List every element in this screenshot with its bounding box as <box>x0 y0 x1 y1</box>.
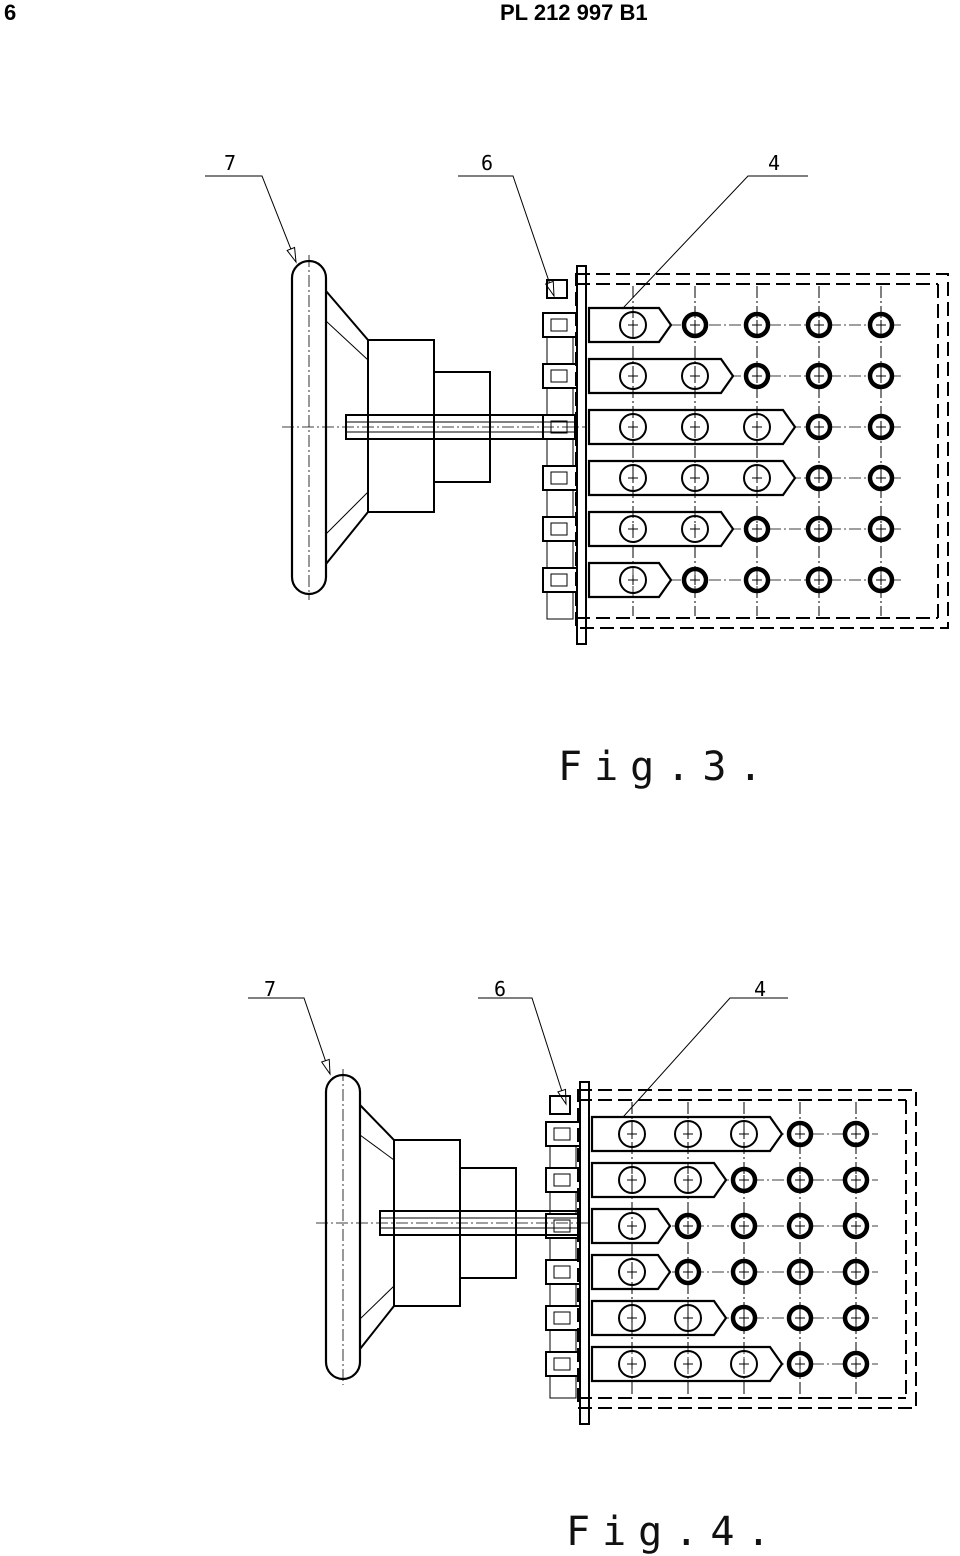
sprocket-spacer <box>549 1375 577 1399</box>
top-cap <box>549 1095 571 1115</box>
sprocket-slot <box>550 369 568 383</box>
sprocket-spacer <box>546 591 574 620</box>
sprocket-spacer <box>549 1237 577 1261</box>
carrier-bar <box>587 510 735 548</box>
hub-spoke <box>325 320 369 361</box>
sprocket <box>545 1351 581 1377</box>
support-plate <box>576 265 587 645</box>
sprocket-slot <box>553 1311 571 1325</box>
leader-7 <box>248 997 331 1075</box>
top-cap <box>546 279 568 299</box>
sprocket-slot <box>550 522 568 536</box>
sprocket-slot <box>553 1127 571 1141</box>
callout-label-6: 6 <box>481 151 493 175</box>
callout-label-7: 7 <box>264 977 276 1001</box>
sprocket-spacer <box>546 489 574 518</box>
sprocket-slot <box>550 318 568 332</box>
sprocket-spacer <box>546 387 574 416</box>
page-number: 6 <box>4 0 17 25</box>
sprocket-spacer <box>549 1145 577 1169</box>
hub-spoke <box>359 1134 395 1161</box>
sprocket <box>545 1121 581 1147</box>
sprocket-slot <box>550 420 568 434</box>
sprocket-spacer <box>549 1283 577 1307</box>
leader-4 <box>605 997 788 1137</box>
sprocket <box>542 516 578 542</box>
leader-7-arrow <box>286 246 297 264</box>
leader-6 <box>458 175 555 297</box>
sprocket-spacer <box>546 540 574 569</box>
figure-3-drawing: 7 6 4 Fig.3. <box>205 151 949 790</box>
sprocket <box>545 1305 581 1331</box>
figure-caption: Fig.3. <box>558 744 775 790</box>
sprocket-spacer <box>546 438 574 467</box>
sprocket-slot <box>553 1173 571 1187</box>
support-plate <box>579 1081 590 1425</box>
sprocket <box>542 567 578 593</box>
hub-body <box>367 339 435 513</box>
leader-6 <box>478 997 567 1105</box>
leader-4 <box>605 175 808 327</box>
sprocket-spacer <box>549 1329 577 1353</box>
sprocket-spacer <box>546 336 574 365</box>
sprocket-slot <box>550 471 568 485</box>
housing-frame <box>575 273 949 629</box>
sprocket <box>542 465 578 491</box>
carrier-bar <box>590 1299 728 1337</box>
housing-frame <box>577 1089 917 1409</box>
carrier-bar <box>590 1161 728 1199</box>
hub-cone <box>359 1104 395 1350</box>
figure-4-drawing: 7 6 4 Fig.4. <box>248 977 917 1555</box>
callout-label-4: 4 <box>768 151 780 175</box>
sprocket <box>542 363 578 389</box>
callout-label-4: 4 <box>754 977 766 1001</box>
patent-number: PL 212 997 B1 <box>500 0 648 25</box>
sprocket <box>542 312 578 338</box>
callout-label-7: 7 <box>224 151 236 175</box>
sprocket <box>545 1167 581 1193</box>
sprocket-slot <box>553 1219 571 1233</box>
shaft <box>345 414 576 440</box>
leader-7 <box>205 175 297 263</box>
hub-spoke <box>359 1285 395 1320</box>
figure-caption: Fig.4. <box>566 1509 783 1555</box>
sprocket-slot <box>550 573 568 587</box>
sprocket-slot <box>553 1357 571 1371</box>
hub-spoke <box>325 491 369 535</box>
sprocket-slot <box>553 1265 571 1279</box>
leader-7-arrow <box>320 1058 331 1076</box>
callout-label-6: 6 <box>494 977 506 1001</box>
sprocket <box>545 1259 581 1285</box>
carrier-bar <box>587 357 735 395</box>
